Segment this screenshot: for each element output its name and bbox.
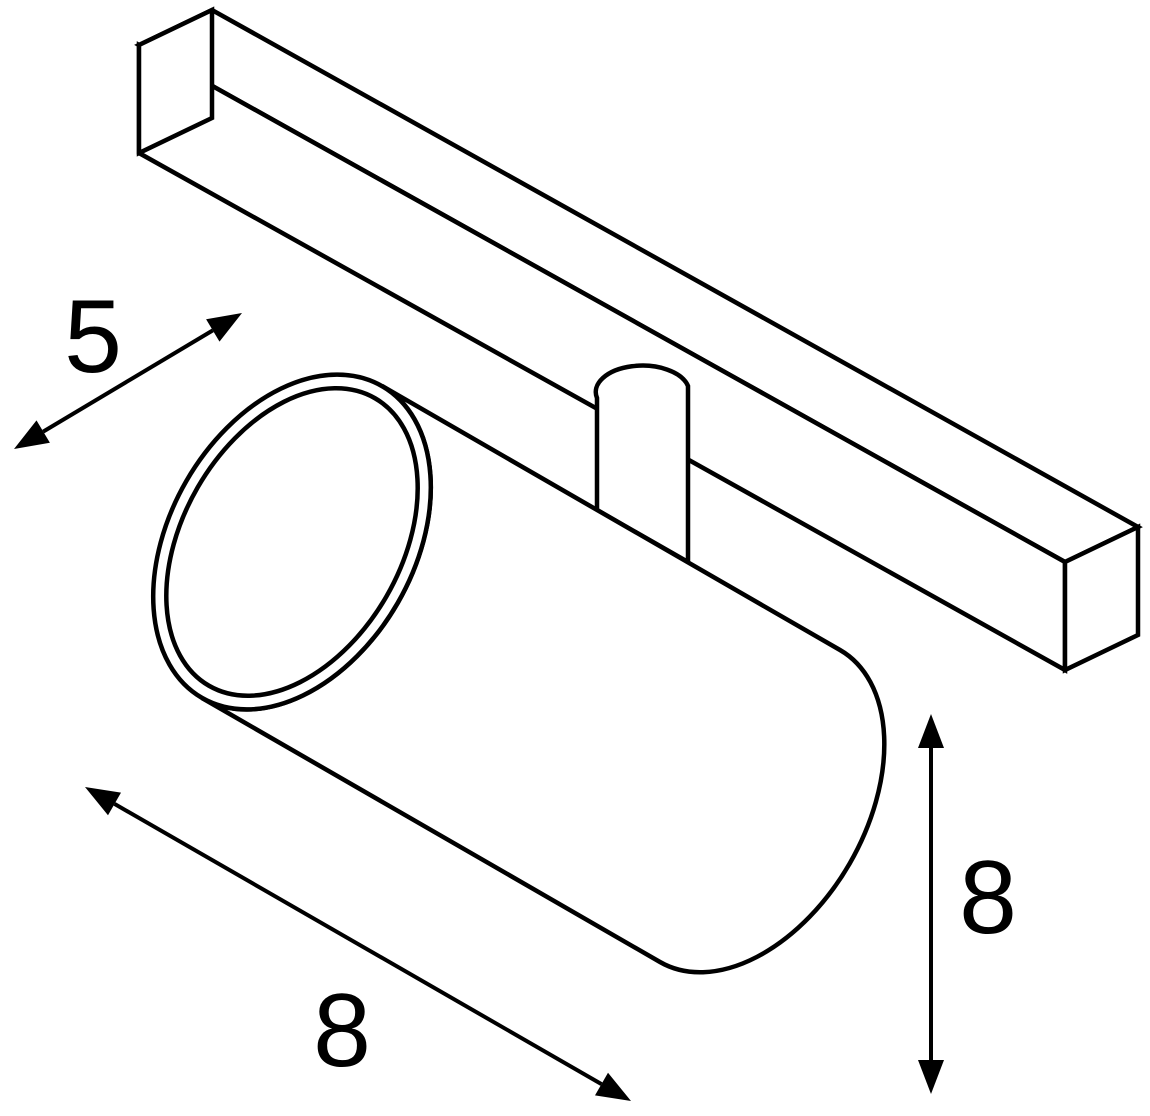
dimension-body-length: 8 (85, 787, 631, 1101)
dimension-track-width: 5 (14, 279, 242, 449)
arrowhead-icon (206, 313, 242, 342)
dimension-label-track-width: 5 (64, 279, 122, 395)
dimension-label-body-length: 8 (313, 973, 371, 1089)
track-rail-left-end-cap (136, 6, 215, 157)
dimension-line (113, 802, 603, 1086)
arrowhead-icon (14, 420, 50, 449)
spotlight-body (150, 372, 887, 975)
dimension-line (42, 328, 214, 434)
track-rail-right-end-cap (1062, 523, 1141, 674)
front-rim-inner (164, 386, 420, 698)
front-rim-outer (150, 372, 434, 712)
arrowhead-icon (85, 787, 121, 816)
dimension-body-height: 8 (918, 714, 1017, 1094)
mount-stem (593, 363, 691, 566)
arrowhead-icon (918, 714, 944, 748)
track-rail (134, 6, 1143, 674)
arrowhead-icon (918, 1060, 944, 1094)
dimension-label-body-height: 8 (959, 840, 1017, 956)
arrowhead-icon (595, 1072, 631, 1101)
